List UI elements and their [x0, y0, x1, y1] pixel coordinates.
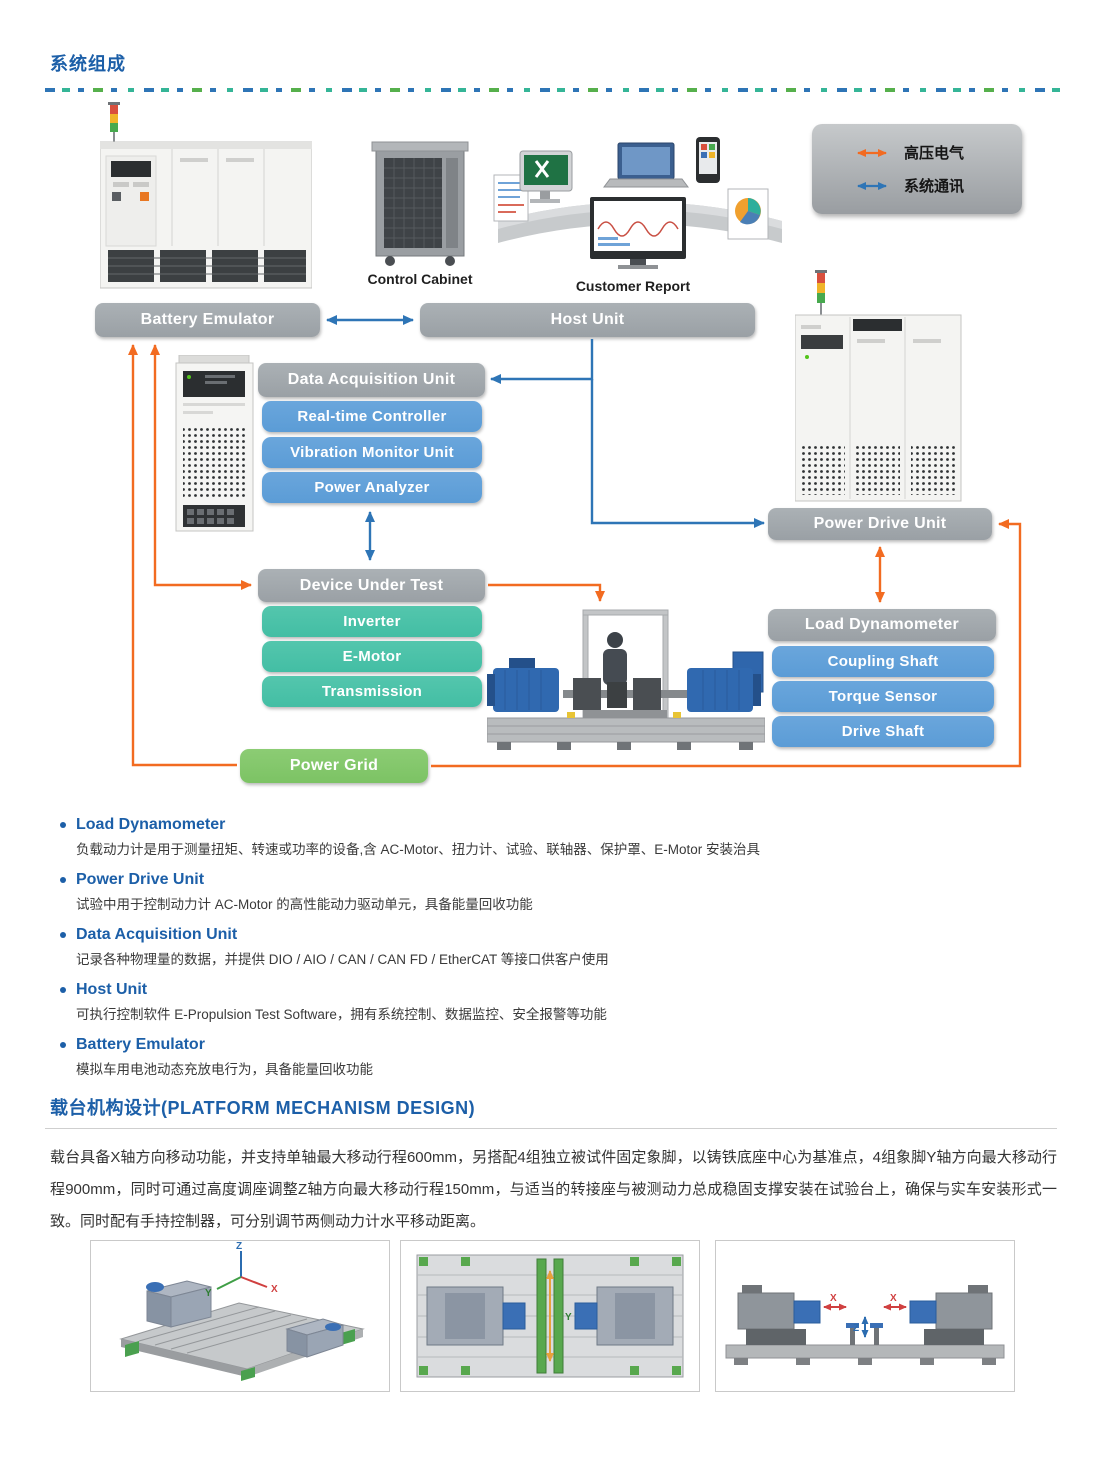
system-composition-diagram: Control Cabinet Customer Report 高压电气 系统通… — [95, 100, 1022, 783]
battery-emulator-photo — [99, 100, 313, 290]
control-cabinet-photo — [370, 140, 470, 268]
note-desc: 记录各种物理量的数据，并提供 DIO / AIO / CAN / CAN FD … — [76, 952, 609, 967]
daq-cabinet-photo — [175, 354, 255, 535]
cad-isometric-view: Z X Y — [90, 1240, 390, 1392]
note-title: Data Acquisition Unit — [76, 926, 238, 943]
note-desc: 负载动力计是用于测量扭矩、转速或功率的设备,含 AC-Motor、扭力计、试验、… — [76, 842, 761, 857]
note-desc: 可执行控制软件 E-Propulsion Test Software，拥有系统控… — [76, 1007, 607, 1022]
legend-communication-label: 系统通讯 — [904, 178, 965, 195]
node-drive-shaft: Drive Shaft — [772, 716, 994, 747]
legend-high-voltage-row: 高压电气 — [852, 142, 1022, 163]
note-title: Load Dynamometer — [76, 816, 226, 833]
node-device-under-test: Device Under Test — [258, 569, 485, 602]
node-load-dynamometer: Load Dynamometer — [768, 609, 996, 641]
dotted-divider — [45, 88, 1060, 92]
cad-side-view: X X Z — [715, 1240, 1015, 1392]
note-data-acquisition-unit: Data Acquisition Unit 记录各种物理量的数据，并提供 DIO… — [60, 925, 1045, 968]
node-vibration-monitor: Vibration Monitor Unit — [262, 437, 482, 468]
node-torque-sensor: Torque Sensor — [772, 681, 994, 712]
node-host-unit: Host Unit — [420, 303, 755, 337]
legend-box: 高压电气 系统通讯 — [812, 124, 1022, 214]
axis-z-label: Z — [853, 1323, 859, 1334]
note-load-dynamometer: Load Dynamometer 负载动力计是用于测量扭矩、转速或功率的设备,含… — [60, 815, 1045, 858]
system-section-title: 系统组成 — [50, 54, 126, 74]
axis-y-label: Y — [205, 1288, 212, 1299]
customer-report-caption: Customer Report — [575, 278, 691, 294]
bullet-dot-icon — [60, 822, 66, 828]
arrow-dut-bench — [488, 583, 605, 602]
note-title: Battery Emulator — [76, 1036, 205, 1053]
legend-communication-row: 系统通讯 — [852, 175, 1022, 196]
node-battery-emulator: Battery Emulator — [95, 303, 320, 337]
bullet-dot-icon — [60, 987, 66, 993]
node-power-drive-unit: Power Drive Unit — [768, 508, 992, 540]
node-realtime-controller: Real-time Controller — [262, 401, 482, 432]
node-power-analyzer: Power Analyzer — [262, 472, 482, 503]
note-power-drive-unit: Power Drive Unit 试验中用于控制动力计 AC-Motor 的高性… — [60, 870, 1045, 913]
note-host-unit: Host Unit 可执行控制软件 E-Propulsion Test Soft… — [60, 980, 1045, 1023]
customer-report-illustration — [490, 125, 790, 285]
bullet-dot-icon — [60, 1042, 66, 1048]
axis-x-label: X — [271, 1284, 278, 1295]
note-desc: 试验中用于控制动力计 AC-Motor 的高性能动力驱动单元，具备能量回收功能 — [76, 897, 533, 912]
note-title: Host Unit — [76, 981, 148, 998]
node-e-motor: E-Motor — [262, 641, 482, 672]
note-title: Power Drive Unit — [76, 871, 205, 888]
arrow-host-pdu — [590, 379, 765, 528]
arrow-host-daq — [490, 339, 594, 384]
node-coupling-shaft: Coupling Shaft — [772, 646, 994, 677]
legend-high-voltage-label: 高压电气 — [904, 145, 965, 162]
platform-paragraph: 载台具备X轴方向移动功能，并支持单轴最大移动行程600mm，另搭配4组独立被试件… — [50, 1149, 1057, 1230]
cad-top-view: Y — [400, 1240, 700, 1392]
power-drive-cabinet-photo — [794, 265, 963, 505]
note-battery-emulator: Battery Emulator 模拟车用电池动态充放电行为，具备能量回收功能 — [60, 1035, 1045, 1078]
axis-x-label: X — [830, 1293, 837, 1304]
high-voltage-arrow-icon — [857, 148, 887, 157]
node-inverter: Inverter — [262, 606, 482, 637]
component-notes: Load Dynamometer 负载动力计是用于测量扭矩、转速或功率的设备,含… — [60, 815, 1045, 1090]
communication-arrow-icon — [857, 181, 887, 190]
section-divider — [45, 1128, 1057, 1129]
axis-y-label: Y — [565, 1312, 572, 1323]
node-transmission: Transmission — [262, 676, 482, 707]
platform-section-title: 载台机构设计(PLATFORM MECHANISM DESIGN) — [50, 1098, 476, 1118]
bullet-dot-icon — [60, 877, 66, 883]
control-cabinet-caption: Control Cabinet — [367, 271, 473, 287]
axis-z-label: Z — [236, 1241, 242, 1252]
note-desc: 模拟车用电池动态充放电行为，具备能量回收功能 — [76, 1062, 373, 1077]
node-power-grid: Power Grid — [240, 749, 428, 783]
axis-x-label: X — [890, 1293, 897, 1304]
bullet-dot-icon — [60, 932, 66, 938]
node-data-acquisition: Data Acquisition Unit — [258, 363, 485, 397]
test-bench-photo — [486, 606, 766, 756]
